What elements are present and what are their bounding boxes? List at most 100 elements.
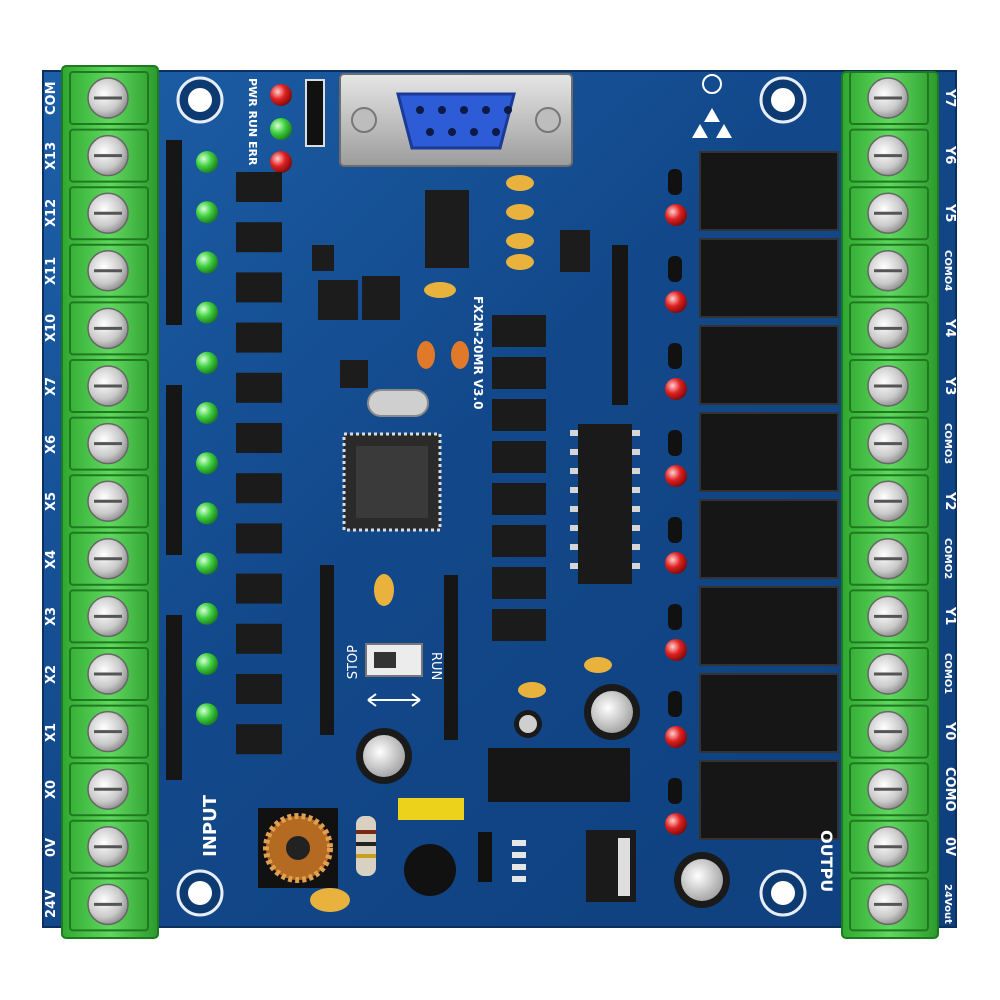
terminal-label: Y5 (942, 203, 957, 223)
terminal-label: X10 (44, 314, 59, 343)
optocoupler (236, 272, 282, 303)
relay (699, 586, 839, 666)
switch-stop-label: STOP (346, 645, 361, 680)
diode (668, 169, 682, 195)
output-led (665, 813, 687, 835)
input-led (196, 552, 218, 575)
output-heading: OUTPU (817, 830, 836, 893)
stop-run-switch (365, 643, 423, 707)
output-led (665, 378, 687, 400)
terminal-label: COMO1 (942, 653, 953, 695)
input-led (196, 703, 218, 726)
input-led (196, 502, 218, 525)
diode (668, 256, 682, 282)
terminal-label: COMO (942, 766, 957, 812)
terminal-label: Y3 (942, 376, 957, 396)
input-led (196, 151, 218, 173)
logic-ic (492, 525, 546, 557)
output-leds (665, 169, 687, 835)
input-led (196, 452, 218, 475)
pin-headers (166, 140, 628, 780)
terminal-label: X7 (44, 376, 59, 396)
crystal-oscillator (367, 389, 429, 417)
optocoupler (236, 372, 282, 403)
optocoupler (236, 523, 282, 554)
switch-run-label: RUN (428, 652, 443, 681)
diode (668, 691, 682, 717)
output-led (665, 465, 687, 487)
power-section (356, 748, 636, 902)
diode (668, 517, 682, 543)
terminal-label: Y7 (942, 88, 957, 108)
terminal-label: COMO3 (942, 422, 953, 465)
toroid-inductor (258, 808, 338, 888)
input-led (196, 201, 218, 224)
output-led (665, 552, 687, 574)
logic-ic (492, 357, 546, 389)
mounting-holes (176, 76, 807, 917)
status-led-label-pwr: PWR (246, 78, 259, 107)
relay (699, 760, 839, 840)
terminal-label: X1 (44, 722, 59, 742)
terminal-label: 0V (44, 837, 59, 857)
diode (668, 604, 682, 630)
relay (699, 499, 839, 579)
terminal-label: X13 (44, 141, 59, 170)
status-led-label-run: RUN (246, 110, 259, 138)
terminal-label: COMO2 (942, 538, 953, 580)
electrolytic-capacitors (356, 684, 730, 908)
relay (699, 151, 839, 231)
input-terminal-block (61, 65, 159, 939)
logic-ic (492, 567, 546, 599)
output-led (665, 726, 687, 748)
terminal-label: COMO4 (942, 250, 953, 292)
optocoupler (236, 423, 282, 453)
terminal-label: 24V (44, 890, 59, 919)
optocoupler (236, 172, 282, 202)
terminal-label: X0 (44, 779, 59, 799)
input-led-opto-row (196, 151, 282, 755)
optocoupler (236, 322, 282, 353)
terminal-label: X6 (44, 434, 59, 454)
relay (699, 238, 839, 318)
status-led-labels: PWR RUN ERR (246, 78, 259, 165)
board-model-label: FX2N-20MR V3.0 (471, 296, 485, 410)
terminal-label: COM (44, 81, 59, 115)
terminal-label: X11 (44, 256, 59, 285)
input-led (196, 402, 218, 424)
logic-ic (492, 441, 546, 473)
diode (668, 430, 682, 456)
main-microcontroller (342, 432, 442, 532)
output-led (665, 291, 687, 313)
input-led (196, 351, 218, 374)
terminal-label: Y1 (942, 607, 957, 626)
terminal-label: Y2 (942, 491, 957, 511)
diode (668, 778, 682, 804)
terminal-label: X2 (44, 664, 59, 684)
relay (699, 325, 839, 405)
input-led (196, 251, 218, 274)
terminal-label: 0V (942, 837, 957, 857)
diode (668, 343, 682, 369)
input-led (196, 653, 218, 675)
relay (699, 412, 839, 492)
relay-bank (699, 151, 839, 840)
optocoupler (236, 473, 282, 504)
relay (699, 673, 839, 753)
optocoupler (236, 724, 282, 755)
status-leds (270, 79, 325, 173)
logic-ic (492, 315, 546, 347)
status-led-label-err: ERR (246, 140, 259, 166)
terminal-label: X3 (44, 606, 59, 626)
input-led (196, 301, 218, 324)
logic-ic (492, 609, 546, 641)
output-led (665, 204, 687, 226)
terminal-label: Y0 (942, 722, 957, 741)
logic-ic (492, 483, 546, 515)
optocoupler (236, 222, 282, 253)
output-terminal-block (841, 71, 939, 939)
terminal-label: X4 (44, 549, 59, 569)
logic-ic (492, 399, 546, 431)
brand-logo-icon (692, 74, 732, 138)
